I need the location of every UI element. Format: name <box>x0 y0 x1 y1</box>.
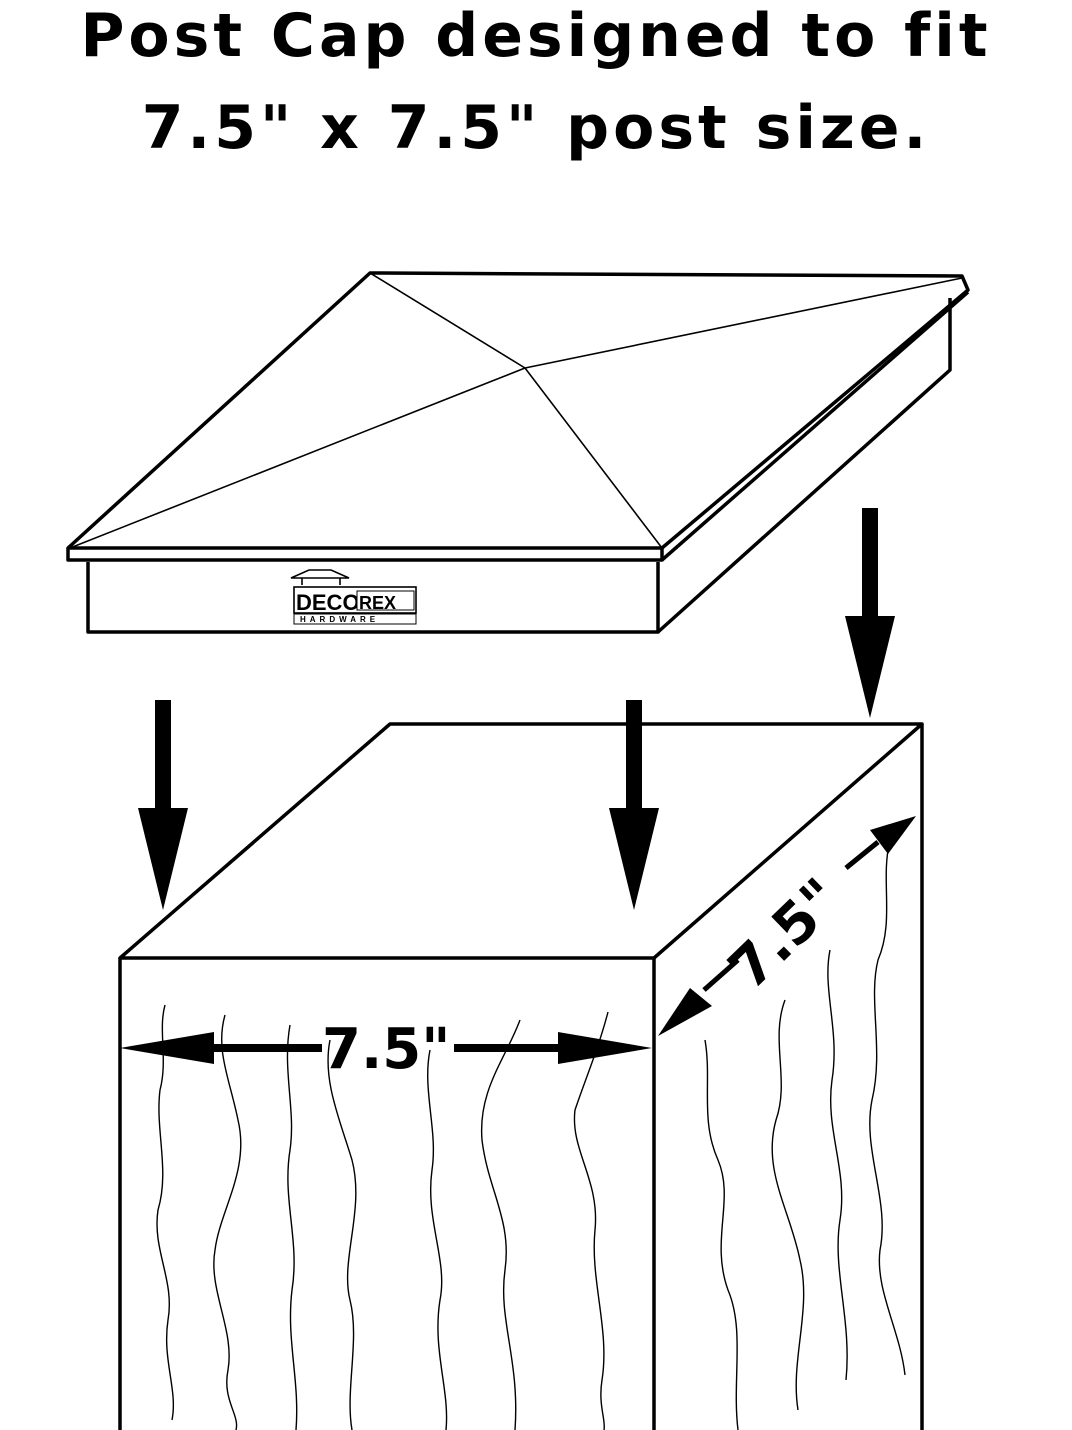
cap-lip-side <box>660 290 970 562</box>
arrow-down-center <box>609 700 659 910</box>
title-line-2: 7.5" x 7.5" post size. <box>141 93 931 163</box>
arrow-down-left <box>138 700 188 910</box>
cap-ridge-front <box>524 367 663 549</box>
width-dimension: 7.5" <box>120 1017 652 1082</box>
decorex-logo: DECO REX HARDWARE <box>290 569 417 625</box>
cap-skirt-side <box>656 298 952 634</box>
width-arrow-right <box>558 1032 652 1064</box>
cap-top-outline <box>66 271 970 550</box>
depth-arrow-lower <box>658 988 712 1036</box>
post: 7.5" 7.5" <box>118 722 924 1430</box>
arrow-down-right <box>845 508 895 718</box>
cap-ridge-back <box>369 272 526 369</box>
width-arrow-left <box>120 1032 214 1064</box>
cap-lip <box>66 548 664 562</box>
cap-ridge-right <box>524 277 963 369</box>
logo-tagline: HARDWARE <box>300 615 379 624</box>
cap-skirt-front <box>86 562 660 634</box>
title-line-1: Post Cap designed to fit <box>80 1 992 71</box>
depth-arrow-upper <box>870 816 916 854</box>
depth-dimension: 7.5" <box>658 816 916 1036</box>
logo-brand-b: REX <box>359 593 396 613</box>
fit-arrows <box>138 508 895 910</box>
width-label: 7.5" <box>322 1017 450 1082</box>
logo-brand-a: DECO <box>296 590 360 615</box>
cap-ridge-left <box>69 367 526 549</box>
wood-grain <box>156 839 906 1430</box>
post-cap: DECO REX HARDWARE <box>66 271 970 634</box>
